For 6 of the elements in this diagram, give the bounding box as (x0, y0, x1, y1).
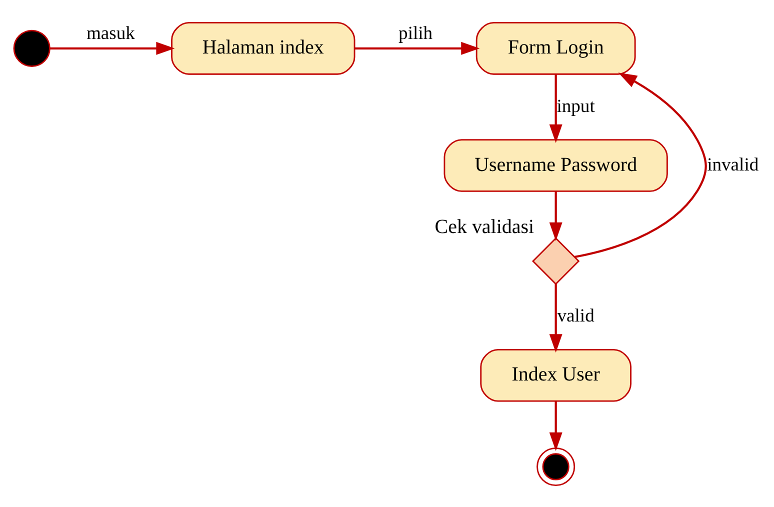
node-label: Cek validasi (434, 215, 534, 238)
edge-label: input (556, 95, 595, 116)
edge-label: invalid (707, 154, 759, 175)
edge-label: valid (557, 305, 594, 326)
edge-label: pilih (398, 22, 433, 44)
edge-label: masuk (86, 22, 135, 44)
